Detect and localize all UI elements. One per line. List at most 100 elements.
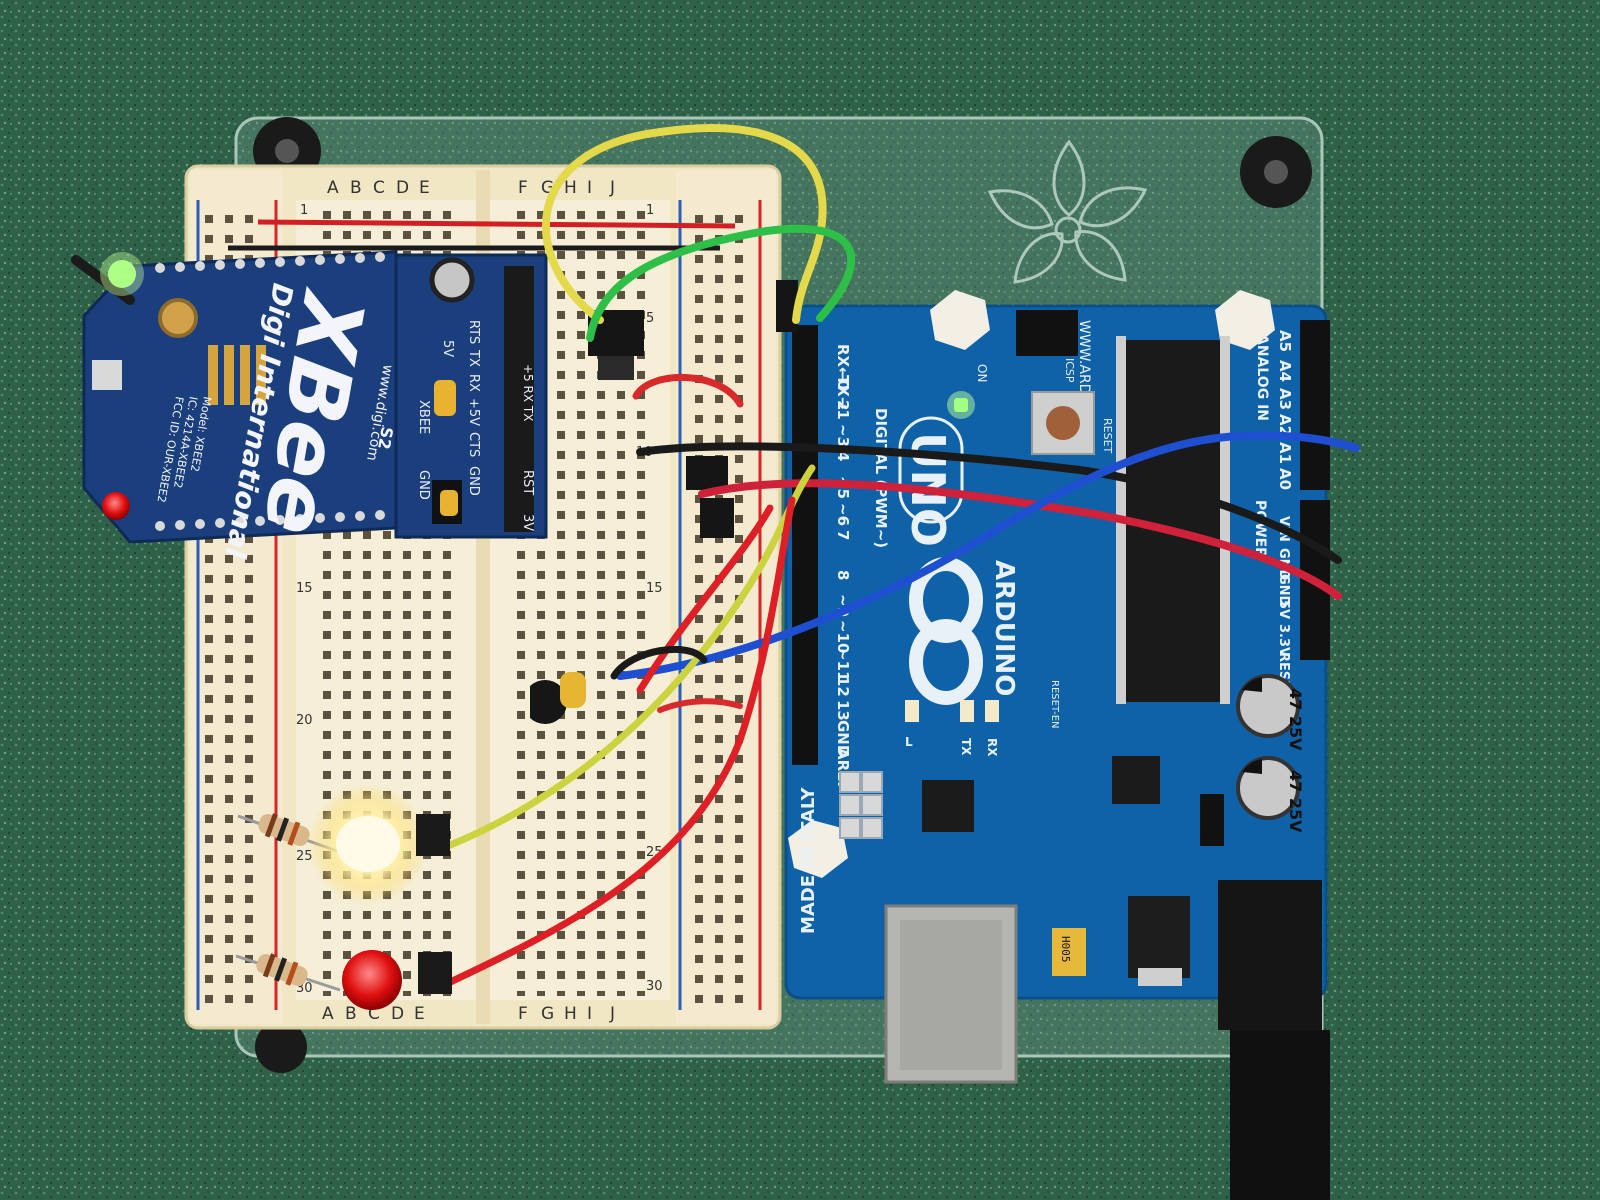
red-wire-short xyxy=(632,374,744,408)
arduino-uno-board: RX←0 TX→1 2 ~3 4 ~5 ~6 7 8 ~9 ~10 ~11 12… xyxy=(784,290,1330,1200)
column-letter: C xyxy=(368,1004,380,1024)
ceramic-capacitor xyxy=(560,672,586,708)
row-number: 15 xyxy=(646,581,663,596)
column-letter: C xyxy=(373,178,385,198)
row-number: 30 xyxy=(646,979,663,994)
analog-header xyxy=(1300,320,1330,490)
xbee-pad-bottom xyxy=(92,360,122,390)
row-number: 1 xyxy=(300,203,308,218)
digital-header xyxy=(792,325,818,765)
pad-header xyxy=(839,771,883,839)
pin-label: A4 xyxy=(1276,360,1294,382)
antenna-connector xyxy=(158,298,198,338)
adapter-5v-label: 5V xyxy=(440,340,455,357)
black-wire xyxy=(636,442,1342,564)
temperature-sensor xyxy=(530,680,568,725)
reset-label: RESET xyxy=(1101,418,1114,454)
analog-in-label: ANALOG IN xyxy=(1254,334,1270,421)
breadboard-header-plug xyxy=(700,498,734,538)
dc-barrel-jack xyxy=(1218,880,1322,1030)
dc-power-cable xyxy=(1230,1030,1330,1200)
resistor xyxy=(235,953,341,992)
breadboard-header-plug xyxy=(686,456,728,490)
led-l-label: L xyxy=(905,735,913,749)
fuse xyxy=(1052,928,1086,976)
green-led-lead xyxy=(71,255,135,305)
column-letter: D xyxy=(391,1004,404,1024)
row-number: 15 xyxy=(296,581,313,596)
adapter-tantalum-cap xyxy=(434,380,456,416)
pin-label: RST xyxy=(520,470,535,495)
row-numbers-left: 1 15 20 25 30 xyxy=(296,203,313,996)
column-letter: J xyxy=(609,178,615,198)
blue-wire xyxy=(616,431,1360,680)
row-number: 25 xyxy=(296,849,313,864)
xbee-adapter-board: RTS TX RX +5V CTS GND RST 3V +5 RX TX XB… xyxy=(394,253,548,539)
standoff-icon xyxy=(930,290,990,350)
row-number: 1 xyxy=(646,203,654,218)
red-led xyxy=(342,950,402,1010)
red-wire-diagonal-2 xyxy=(636,504,774,694)
red-status-led xyxy=(102,492,130,520)
pin-label: GND xyxy=(834,720,852,757)
column-letter: E xyxy=(414,1004,425,1024)
pin-label: A5 xyxy=(1276,330,1294,352)
pin-label: 7 xyxy=(834,530,852,540)
led-rx-label: RX xyxy=(985,738,999,757)
on-label: ON xyxy=(975,364,989,382)
analog-pin-labels: A5 A4 A3 A2 A1 A0 xyxy=(1276,330,1294,490)
flower-logo-icon xyxy=(987,139,1148,284)
column-letter: H xyxy=(564,178,577,198)
yellow-led xyxy=(336,816,400,872)
pin-label: RTS xyxy=(466,320,481,344)
pin-label: 3V xyxy=(520,514,535,531)
adapter-pin-labels: RTS TX RX +5V CTS GND RST 3V xyxy=(466,320,535,531)
arduino-brand: ARDUINO xyxy=(989,560,1019,696)
pin-label: A2 xyxy=(1276,414,1294,436)
pin-label: 3.3V xyxy=(1276,624,1291,657)
usb-interface-chip xyxy=(922,780,974,832)
pin-label: 12 xyxy=(834,676,852,697)
reset-en-label: RESET-EN xyxy=(1049,680,1060,729)
reset-button-cap xyxy=(1046,406,1080,440)
regulator-tab xyxy=(1138,968,1182,986)
atmega-chip xyxy=(1124,340,1222,702)
adapter-xbee-label: XBEE xyxy=(416,400,431,434)
power-label: POWER xyxy=(1252,500,1268,558)
column-letter: F xyxy=(518,178,528,198)
adapter-capacitor xyxy=(429,257,475,303)
pin-label: TX xyxy=(466,349,481,367)
jumper-wires xyxy=(438,124,1360,990)
column-letters-top-left: A B C D E xyxy=(327,178,430,198)
black-wire-loop xyxy=(610,645,708,680)
icsp-header xyxy=(1016,310,1078,356)
row-number: 5 xyxy=(646,311,654,326)
column-letter: I xyxy=(587,1004,592,1024)
capacitor-label: 47 25V xyxy=(1286,770,1305,833)
led-tx-label: TX xyxy=(959,738,973,756)
column-letter: A xyxy=(327,178,339,198)
made-in-italy: MADE IN ITALY xyxy=(798,786,819,934)
column-letters-bottom-right: F G H I J xyxy=(518,1004,615,1024)
pin-label: TX→1 xyxy=(834,375,852,420)
led-l xyxy=(905,700,919,722)
red-rail-jumper xyxy=(257,219,736,229)
diode xyxy=(1200,794,1224,846)
xbee-module: Digi International XBee S2 www.digi.com … xyxy=(82,250,398,561)
adapter-gnd-label: GND xyxy=(416,470,431,500)
pin-label: GND xyxy=(1276,574,1291,607)
led-tx xyxy=(960,700,974,722)
green-status-led-glow xyxy=(100,252,144,296)
standoff-icon xyxy=(788,820,848,878)
yellow-wire-top xyxy=(541,124,827,324)
pin-label: A1 xyxy=(1276,442,1294,464)
pin-label: +5V xyxy=(466,398,481,426)
pin-label: ~6 xyxy=(834,503,852,526)
icsp-label: ICSP xyxy=(1063,358,1076,383)
regulator-chip xyxy=(1128,896,1190,978)
pin-label: 13 xyxy=(834,700,852,721)
breadboard-header-plug xyxy=(598,356,634,380)
digital-pin-labels: RX←0 TX→1 2 ~3 4 ~5 ~6 7 8 ~9 ~10 ~11 12… xyxy=(834,344,852,792)
column-letter: E xyxy=(419,178,430,198)
column-letter: H xyxy=(564,1004,577,1024)
